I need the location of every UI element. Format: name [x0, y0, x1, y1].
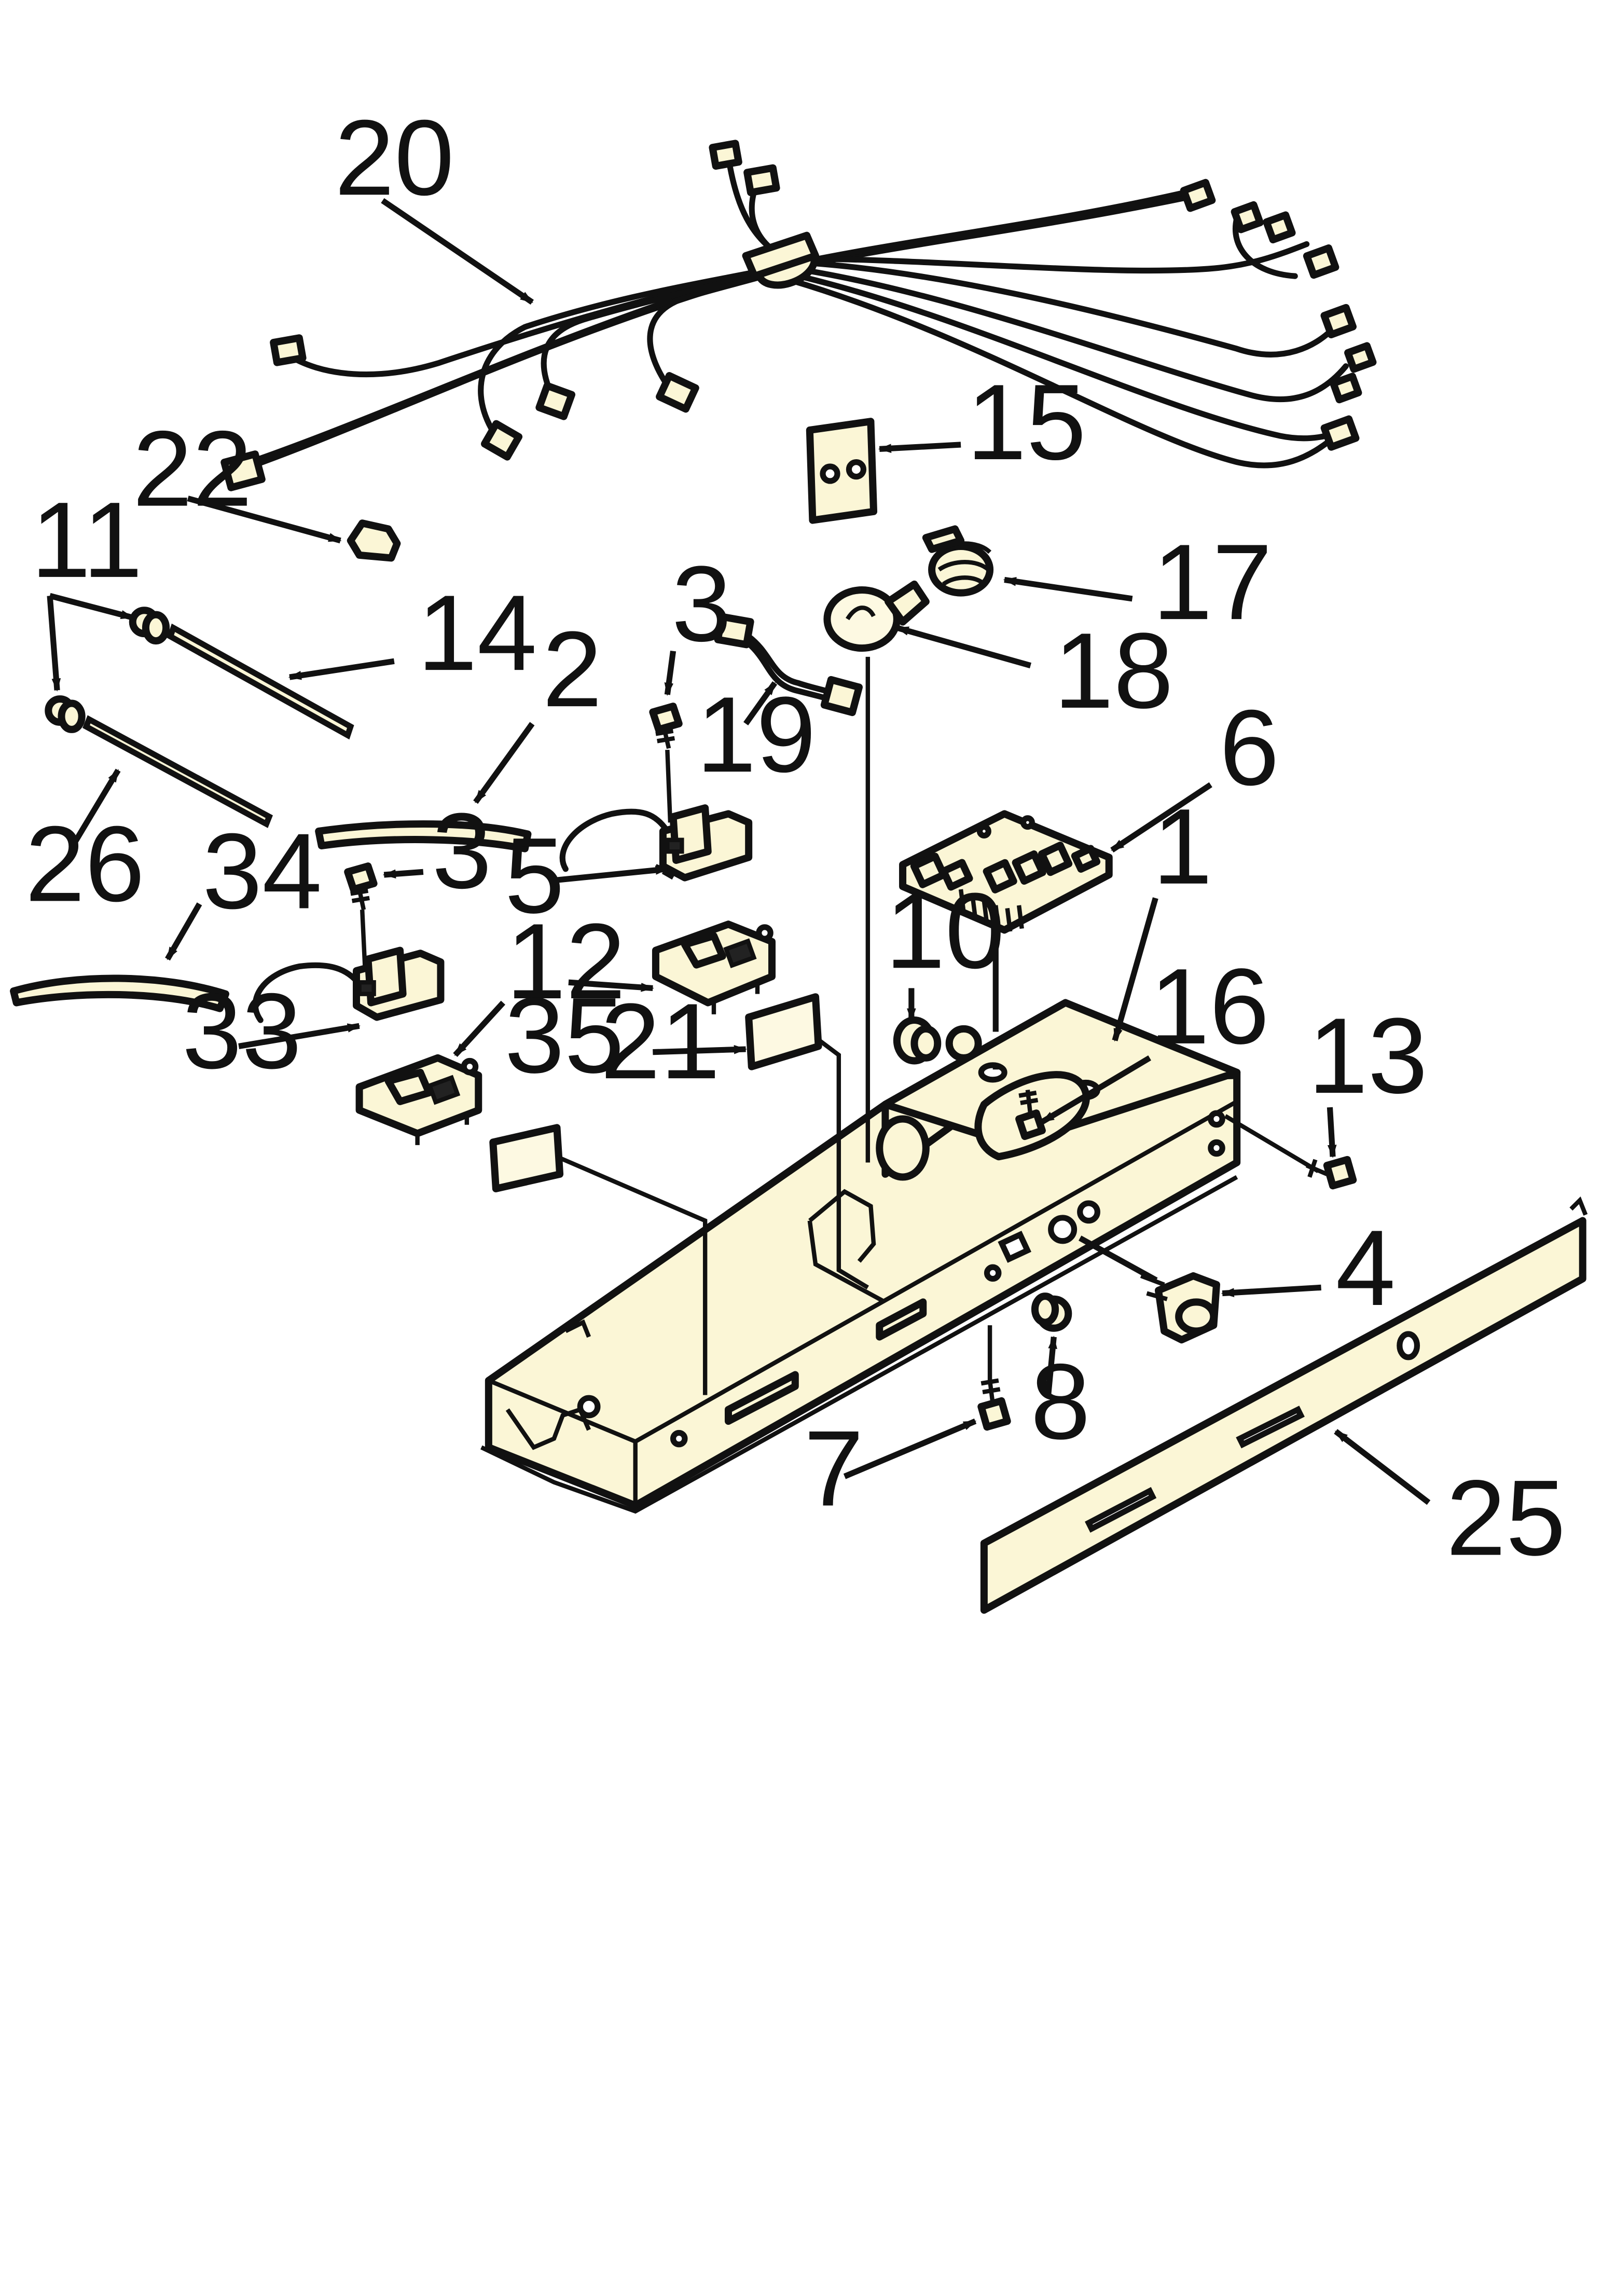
control-board-part-6	[899, 810, 1113, 934]
clip-part-22	[347, 519, 401, 562]
leader-arrows	[47, 198, 1431, 1505]
tube-part-34	[10, 974, 229, 1012]
gasket-part-15	[806, 418, 878, 524]
label-part-35	[489, 1124, 564, 1192]
knob-part-8	[1031, 1293, 1072, 1332]
callout-10: 10	[885, 870, 1005, 991]
tube-part-2	[315, 820, 532, 853]
callout-25: 25	[1446, 1458, 1566, 1578]
callout-1: 1	[1153, 786, 1212, 906]
callout-34: 34	[202, 810, 322, 931]
grommet-part-10	[893, 1016, 942, 1065]
switch-part-5	[559, 804, 753, 882]
callout-2: 2	[542, 609, 602, 729]
callout-21: 21	[601, 981, 721, 1101]
light-bulb-part-18	[823, 580, 930, 652]
callout-20: 20	[335, 97, 454, 217]
callout-33: 33	[182, 970, 302, 1091]
callout-16: 16	[1150, 946, 1269, 1066]
callout-5: 5	[505, 815, 564, 936]
wire-harness-part-20	[220, 140, 1377, 491]
screw-part-7	[977, 1378, 1011, 1431]
callout-12: 12	[506, 901, 626, 1021]
label-part-21	[745, 993, 822, 1070]
bracket-part-12-lower	[355, 1054, 482, 1145]
panel-strip-part-25	[980, 1196, 1588, 1614]
bracket-part-12-upper	[652, 920, 776, 1014]
callout-labels: 20 22 11 14 26 2 3 19 5 3 34 33 12 35 21…	[25, 97, 1566, 1577]
screw-part-13	[1305, 1156, 1357, 1190]
control-housing-part-1	[480, 999, 1241, 1514]
callout-11: 11	[31, 479, 143, 600]
alignment-line-screw-13	[1224, 1114, 1320, 1173]
callout-7: 7	[804, 1408, 864, 1528]
rod-part-26	[45, 695, 273, 828]
callout-22: 22	[133, 408, 253, 529]
callout-3-lower: 3	[432, 790, 492, 911]
screw-part-3-lower	[344, 862, 378, 971]
callout-19: 19	[696, 674, 816, 794]
callout-13: 13	[1308, 995, 1428, 1116]
alignment-line-label-35	[556, 1154, 708, 1395]
callout-15: 15	[966, 362, 1086, 482]
light-socket-part-17	[922, 525, 994, 597]
jumper-wire-part-19	[714, 613, 863, 717]
screw-part-3-upper	[649, 703, 683, 823]
callout-18: 18	[1054, 610, 1173, 731]
screw-part-16	[1015, 1090, 1046, 1140]
switch-part-33	[252, 946, 445, 1023]
callout-14: 14	[418, 572, 537, 693]
alignment-line-label-21	[814, 1036, 869, 1289]
rod-part-14	[129, 607, 354, 740]
callout-26: 26	[25, 803, 145, 924]
callout-17: 17	[1153, 521, 1273, 642]
callout-8: 8	[1031, 1341, 1090, 1462]
callout-4: 4	[1336, 1207, 1396, 1328]
rotary-control-part-4	[1140, 1272, 1220, 1344]
callout-35: 35	[505, 975, 625, 1095]
callout-6: 6	[1220, 687, 1279, 807]
callout-3-upper: 3	[672, 543, 731, 664]
alignment-line-control	[1079, 1235, 1166, 1287]
